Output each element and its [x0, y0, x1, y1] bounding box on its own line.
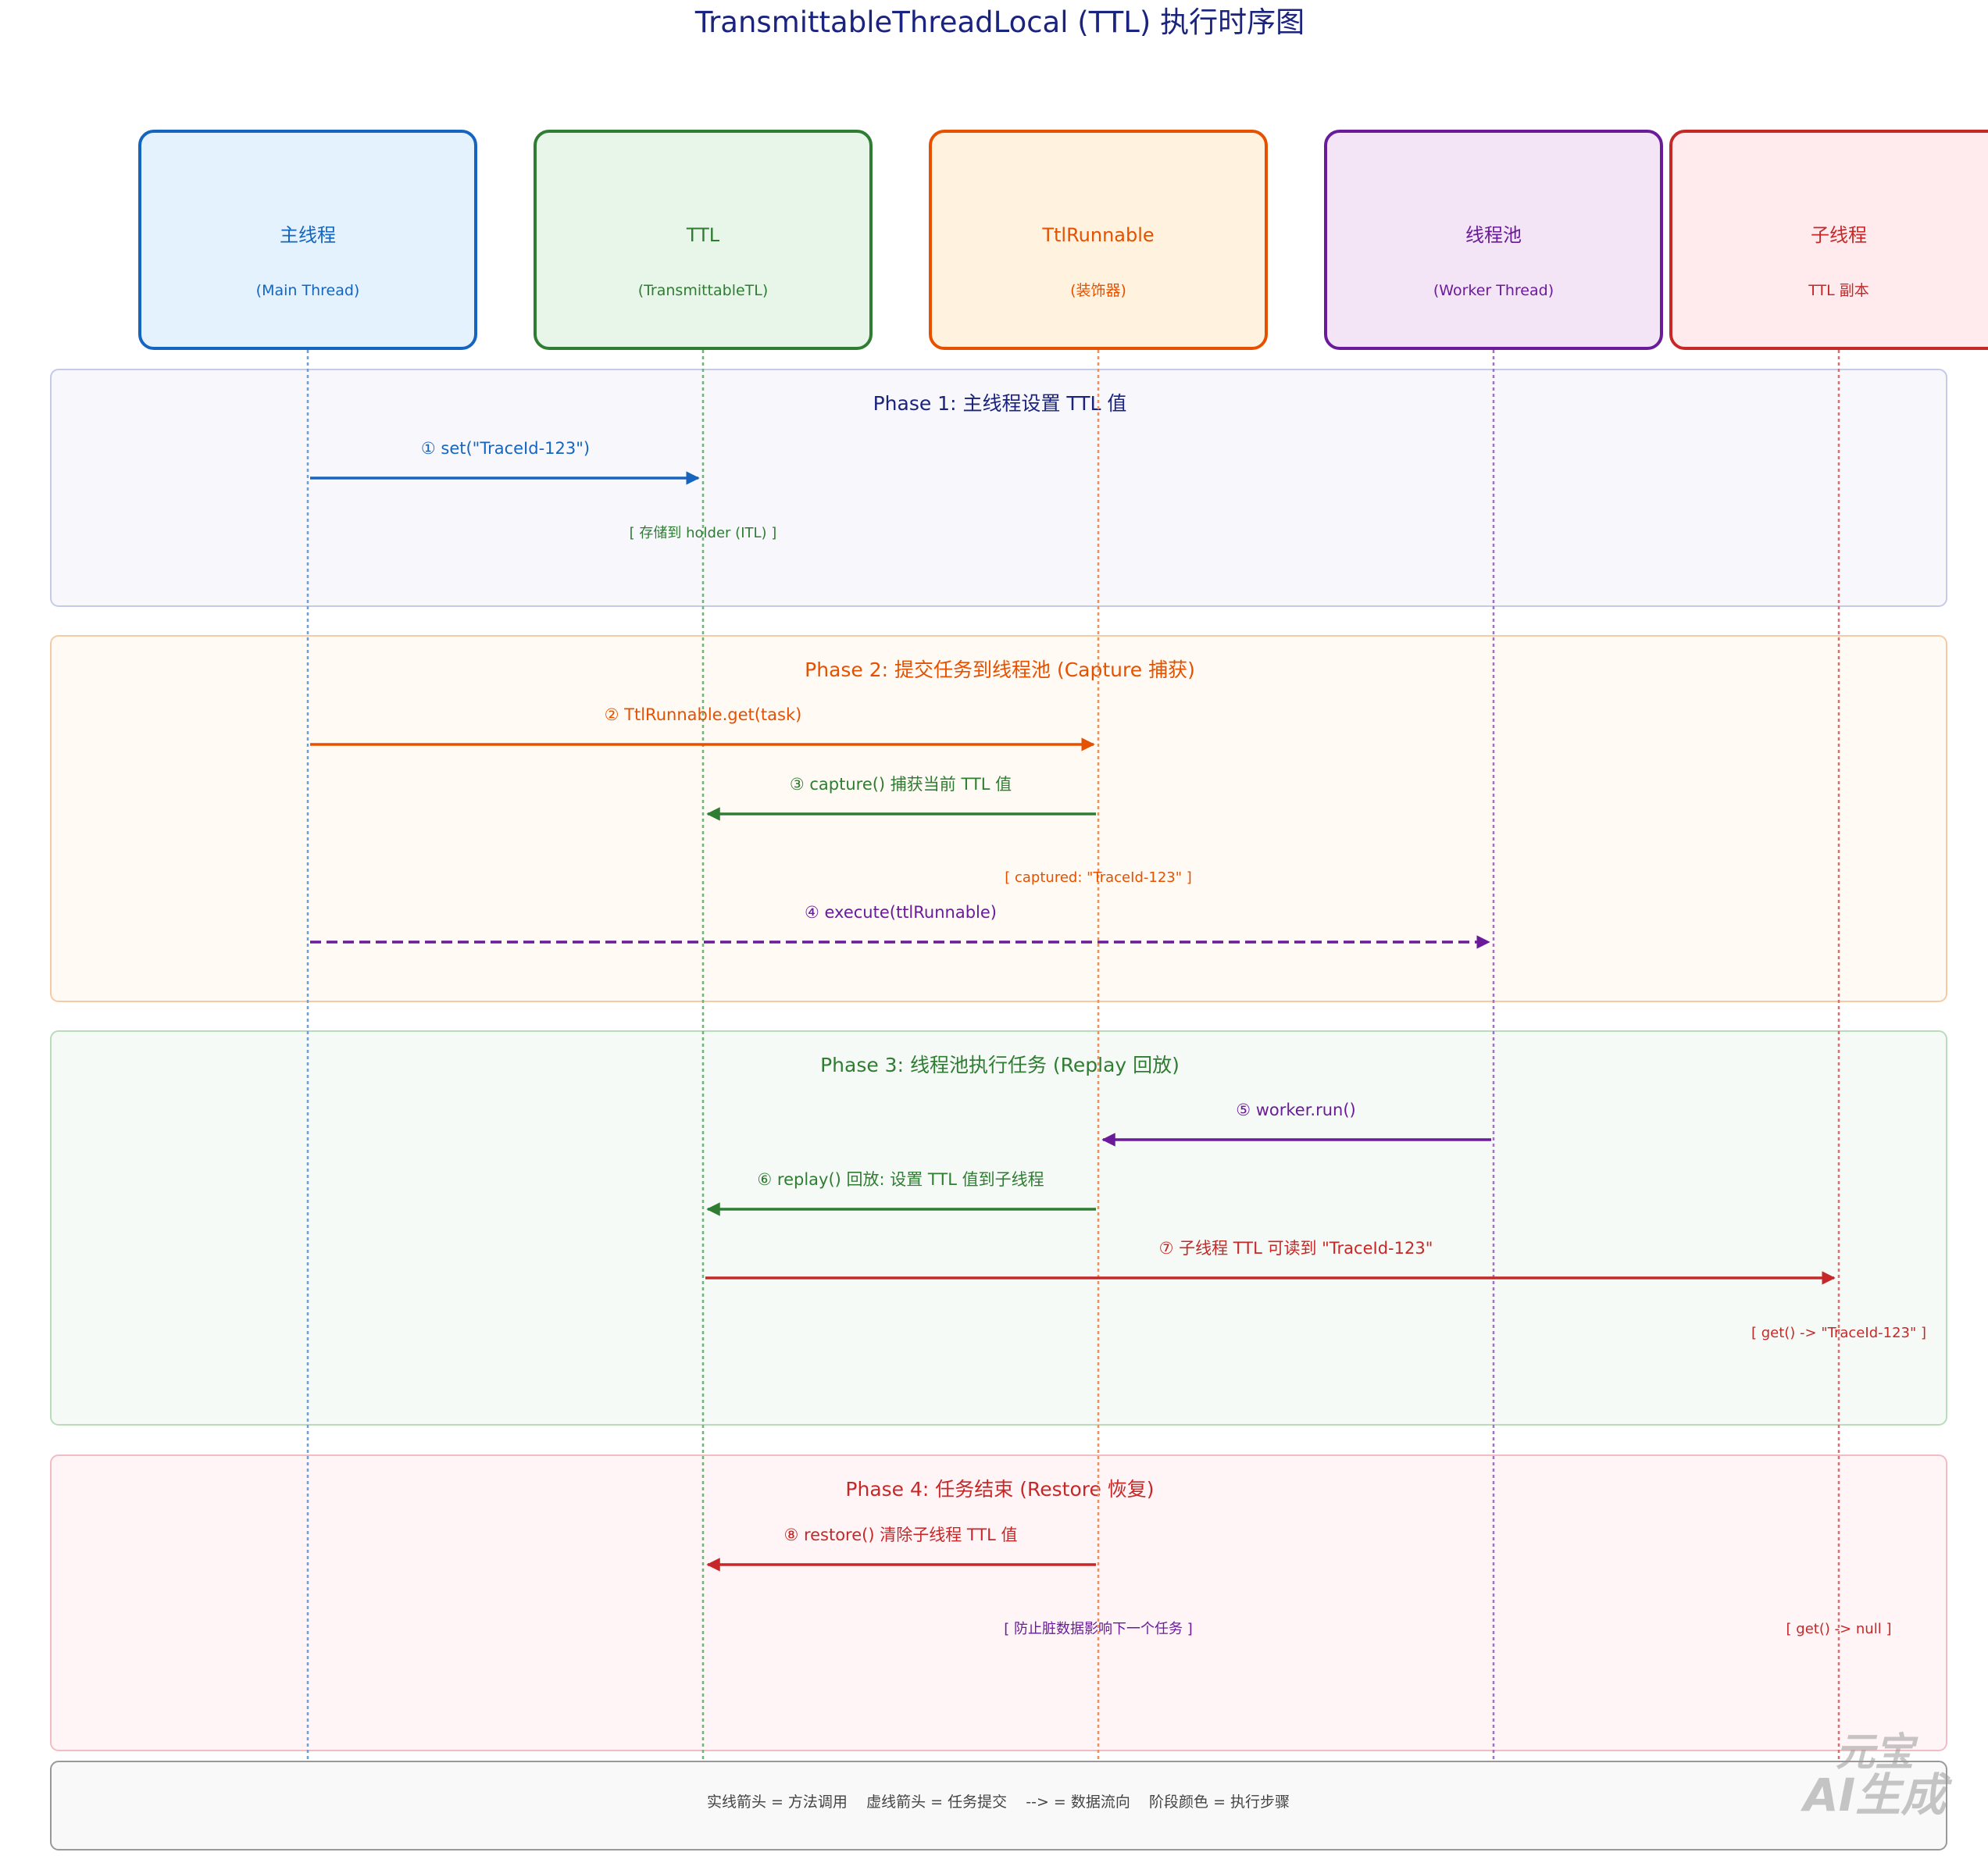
watermark: 元宝 AI生成 [1801, 1729, 1953, 1822]
phase-4-box [50, 1454, 1947, 1751]
participant-main-box [138, 130, 477, 350]
watermark-line-2: AI生成 [1801, 1768, 1953, 1822]
phase-2-box [50, 635, 1947, 1002]
participant-runnable: TtlRunnable (装饰器) [929, 130, 1268, 350]
legend: 实线箭头 = 方法调用 虚线箭头 = 任务提交 --> = 数据流向 阶段颜色 … [50, 1761, 1947, 1851]
participant-child: 子线程 TTL 副本 [1669, 130, 1988, 350]
legend-box [50, 1761, 1947, 1851]
phase-1-box [50, 369, 1947, 607]
note-prevent-dirty: [ 防止脏数据影响下一个任务 ] [1004, 1621, 1193, 1637]
message-5-label: ⑤ worker.run() [1236, 1101, 1356, 1119]
participant-main-name: 主线程 [280, 224, 336, 246]
participant-ttl: TTL (TransmittableTL) [534, 130, 873, 350]
participant-child-box [1669, 130, 1988, 350]
participant-child-subtitle: TTL 副本 [1808, 282, 1869, 299]
legend-text: 实线箭头 = 方法调用 虚线箭头 = 任务提交 --> = 数据流向 阶段颜色 … [707, 1793, 1290, 1811]
lifeline-layer [306, 331, 1840, 1759]
phase-3: Phase 3: 线程池执行任务 (Replay 回放) [50, 1030, 1947, 1426]
phase-2: Phase 2: 提交任务到线程池 (Capture 捕获) [50, 635, 1947, 1002]
message-8-label: ⑧ restore() 清除子线程 TTL 值 [783, 1526, 1017, 1544]
note-captured: [ captured: "TraceId-123" ] [1005, 869, 1192, 886]
phase-1-title: Phase 1: 主线程设置 TTL 值 [873, 392, 1127, 415]
phase-3-title: Phase 3: 线程池执行任务 (Replay 回放) [820, 1054, 1180, 1076]
phase-1: Phase 1: 主线程设置 TTL 值 [50, 369, 1947, 607]
participant-layer: 主线程 (Main Thread) TTL (TransmittableTL) … [138, 130, 1988, 350]
message-4-label: ④ execute(ttlRunnable) [805, 903, 997, 922]
phase-2-title: Phase 2: 提交任务到线程池 (Capture 捕获) [805, 658, 1195, 681]
message-2-label: ② TtlRunnable.get(task) [605, 705, 802, 724]
phase-4-title: Phase 4: 任务结束 (Restore 恢复) [845, 1478, 1154, 1501]
message-7-label: ⑦ 子线程 TTL 可读到 "TraceId-123" [1159, 1239, 1433, 1258]
message-3-label: ③ capture() 捕获当前 TTL 值 [790, 775, 1012, 794]
note-store-holder: [ 存储到 holder (ITL) ] [630, 525, 777, 541]
participant-main-subtitle: (Main Thread) [256, 282, 360, 299]
participant-pool-subtitle: (Worker Thread) [1433, 282, 1554, 299]
participant-runnable-box [929, 130, 1268, 350]
participant-runnable-name: TtlRunnable [1041, 224, 1154, 246]
diagram-title: TransmittableThreadLocal (TTL) 执行时序图 [694, 5, 1305, 39]
participant-pool: 线程池 (Worker Thread) [1324, 130, 1663, 350]
note-child-get: [ get() -> "TraceId-123" ] [1751, 1325, 1926, 1341]
participant-ttl-name: TTL [686, 224, 720, 246]
watermark-line-1: 元宝 [1836, 1729, 1918, 1775]
message-6-label: ⑥ replay() 回放: 设置 TTL 值到子线程 [757, 1170, 1044, 1189]
participant-main: 主线程 (Main Thread) [138, 130, 477, 350]
phase-3-box [50, 1030, 1947, 1426]
message-1-label: ① set("TraceId-123") [421, 439, 590, 458]
participant-pool-name: 线程池 [1465, 224, 1522, 246]
participant-runnable-subtitle: (装饰器) [1070, 282, 1126, 299]
phase-4: Phase 4: 任务结束 (Restore 恢复) [50, 1454, 1947, 1751]
note-get-null: [ get() -> null ] [1786, 1621, 1892, 1637]
participant-child-name: 子线程 [1811, 224, 1867, 246]
participant-ttl-subtitle: (TransmittableTL) [638, 282, 769, 299]
note-layer: [ 存储到 holder (ITL) ] [ captured: "TraceI… [630, 525, 1926, 1637]
phase-layer: Phase 1: 主线程设置 TTL 值 Phase 2: 提交任务到线程池 (… [50, 369, 1947, 1751]
participant-pool-box [1324, 130, 1663, 350]
participant-ttl-box [534, 130, 873, 350]
message-layer: ① set("TraceId-123") ② TtlRunnable.get(t… [310, 439, 1836, 1572]
